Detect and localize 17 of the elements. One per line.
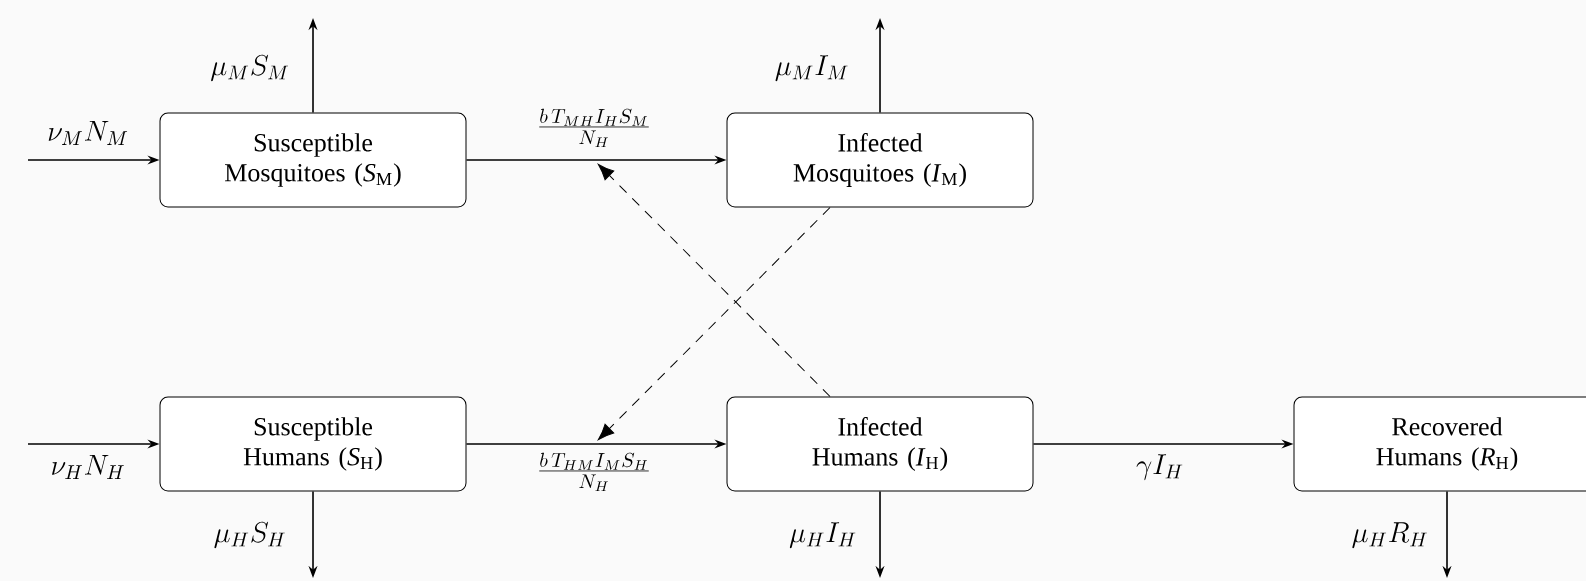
compartment-box: Recovered Humans (R$_{H}$) (1293, 396, 1586, 492)
edge-label: $\frac{b\,T_{MH}I_HS_M}{N_H}$ (539, 108, 649, 148)
edge-label: $\frac{b\,T_{HM}I_MS_H}{N_H}$ (539, 452, 649, 492)
edge-label: $\mu_H S_H$ (214, 521, 285, 549)
edge-label: $\nu_H N_H$ (52, 455, 124, 479)
edge-label: $\mu_M S_M$ (211, 54, 289, 82)
edge-label: $\mu_H R_H$ (1352, 522, 1427, 549)
compartment-box: Infected Mosquitoes (I$_{M}$) (726, 112, 1034, 208)
edge-label: $\nu_M N_M$ (48, 121, 128, 145)
dashed-arrow (597, 207, 831, 441)
compartment-box: Susceptible Humans (S$_{H}$) (159, 396, 467, 492)
edge-label: $\gamma I_H$ (1136, 454, 1183, 481)
compartment-box: Susceptible Mosquitoes (S$_{M}$) (159, 112, 467, 208)
edge-label: $\mu_H I_H$ (789, 522, 856, 549)
edge-label: $\mu_M I_M$ (775, 55, 848, 82)
compartment-box: Infected Humans (I$_{H}$) (726, 396, 1034, 492)
dashed-arrow (597, 163, 831, 397)
